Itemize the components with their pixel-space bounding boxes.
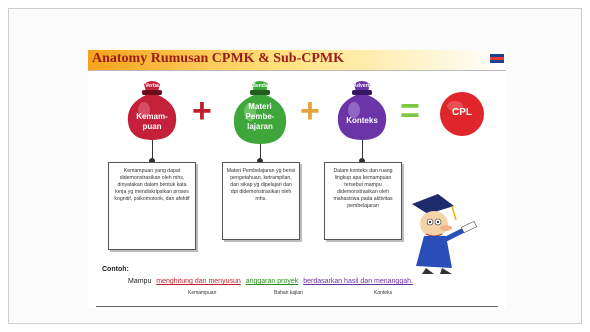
bag-kemampuan: Verba Kemam- puan [124,78,180,142]
bag-label: Kemam- puan [136,112,168,131]
sublabel-bahan-kajian: Bahan kajian [274,290,303,296]
bag-materi: Benda Materi Pembe- lajaran [230,78,290,146]
note-materi: Materi Pembelajaran yg berisi pengetahua… [222,162,300,240]
example-word-kemampuan: menghitung dan menyusun [156,278,241,285]
connector-line [152,140,153,162]
bag-tag: Verba [145,83,159,89]
pin [359,158,365,164]
flag-icon [490,54,504,63]
graduate-cartoon-icon [412,194,478,274]
bag-tag: Adverb [353,83,371,89]
bag-label: Konteks [346,116,378,125]
sublabel-konteks: Konteks [374,290,393,296]
connector-line [362,140,363,162]
bag-konteks: Adverb Konteks [334,78,390,142]
title-bar: Anatomy Rumusan CPMK & Sub-CPMK [88,50,506,71]
pin [257,158,263,164]
cpl-label: CPL [452,107,472,118]
pin [149,158,155,164]
example-word-materi: anggaran proyek [245,278,299,285]
money-bag-icon [233,81,287,144]
note-konteks: Dalam konteks dan ruang lingkup apa kema… [324,162,402,240]
slide-title: Anatomy Rumusan CPMK & Sub-CPMK [92,51,345,66]
plus-sign: + [192,92,212,130]
slide: Anatomy Rumusan CPMK & Sub-CPMK Verba Ke… [88,50,506,308]
connector-line [260,144,261,162]
example-word: Mampu [128,278,152,285]
cpl-circle [440,92,484,136]
note-kemampuan: Kemampuan yang dapat didemonstrasikan ol… [108,162,196,250]
sublabel-kemampuan: Kemampuan [188,290,217,296]
example-sentence: Mampu menghitung dan menyusun anggaran p… [128,278,416,285]
money-bag-icon [127,81,177,140]
example-heading: Contoh: [102,266,129,273]
equals-sign: = [400,92,420,130]
plus-sign: + [300,92,320,130]
money-bag-icon [337,81,387,140]
bag-label: Materi Pembe- lajaran [245,102,275,131]
divider [96,306,498,307]
example-word-konteks: berdasarkan hasil dan menanggah. [303,278,413,285]
bag-tag: Benda [252,83,268,89]
